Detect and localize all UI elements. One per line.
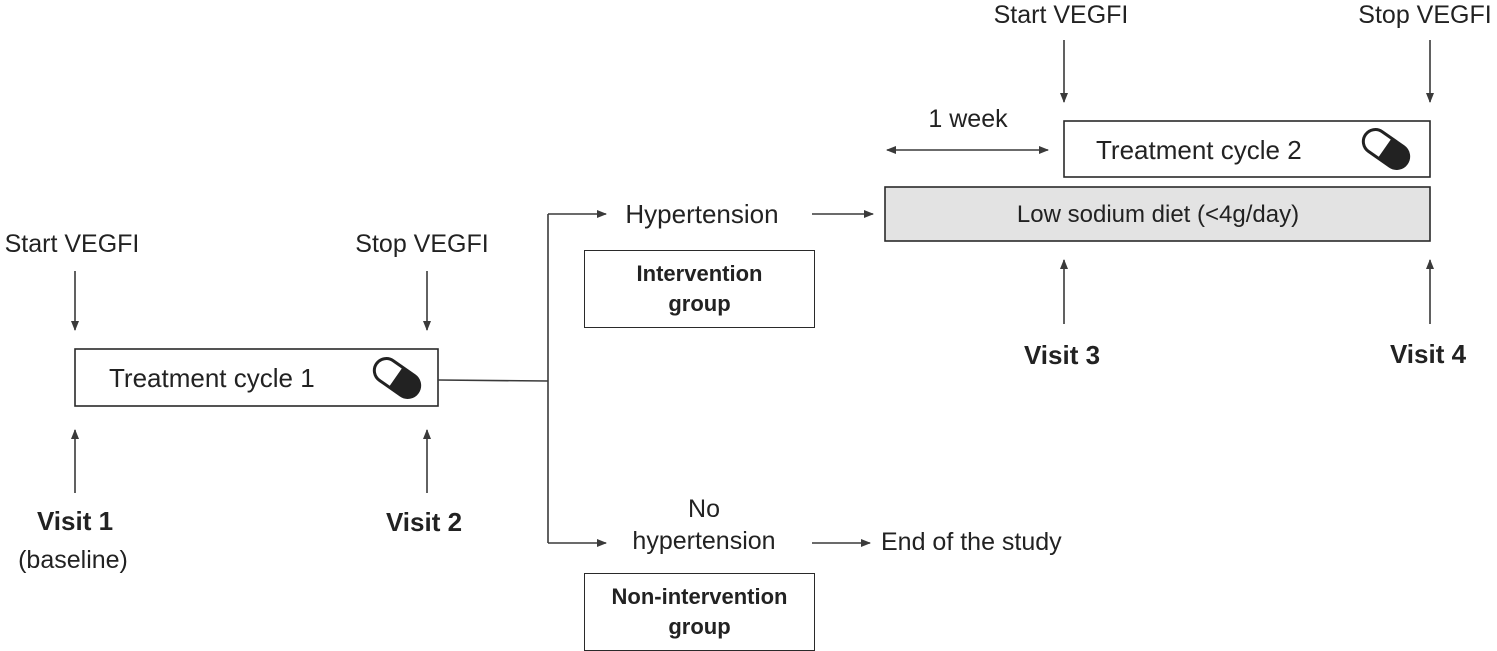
non-intervention-group-line2: group <box>668 614 731 639</box>
intervention-group-line1: Intervention <box>636 261 763 286</box>
branch-connector <box>437 379 549 382</box>
hypertension-label: Hypertension <box>625 199 779 229</box>
intervention-group-line2: group <box>668 291 731 316</box>
start-vegfi-2-label: Start VEGFI <box>993 1 1129 29</box>
end-of-study-label: End of the study <box>881 528 1062 556</box>
one-week-label: 1 week <box>928 105 1008 133</box>
visit-3-label: Visit 3 <box>1023 340 1101 370</box>
low-sodium-diet-label: Low sodium diet (<4g/day) <box>1016 201 1300 228</box>
pill-icon <box>1361 128 1411 170</box>
visit-1-note: (baseline) <box>18 546 128 574</box>
treatment-cycle-1-label: Treatment cycle 1 <box>109 363 315 393</box>
intervention-group-box: Intervention group <box>584 250 815 328</box>
low-sodium-diet-box <box>884 186 1431 242</box>
pill-icon <box>372 357 422 399</box>
stop-vegfi-2-label: Stop VEGFI <box>1358 1 1492 29</box>
visit-4-label: Visit 4 <box>1389 339 1467 369</box>
non-intervention-group-box: Non-intervention group <box>584 573 815 651</box>
treatment-cycle-2-label: Treatment cycle 2 <box>1096 135 1302 165</box>
non-intervention-group-line1: Non-intervention <box>611 584 788 609</box>
no-hypertension-line1: No <box>688 495 720 523</box>
visit-2-label: Visit 2 <box>385 507 463 537</box>
no-hypertension-line2: hypertension <box>632 527 776 555</box>
start-vegfi-1-label: Start VEGFI <box>4 230 140 258</box>
stop-vegfi-1-label: Stop VEGFI <box>355 230 489 258</box>
visit-1-label: Visit 1 <box>36 506 114 536</box>
